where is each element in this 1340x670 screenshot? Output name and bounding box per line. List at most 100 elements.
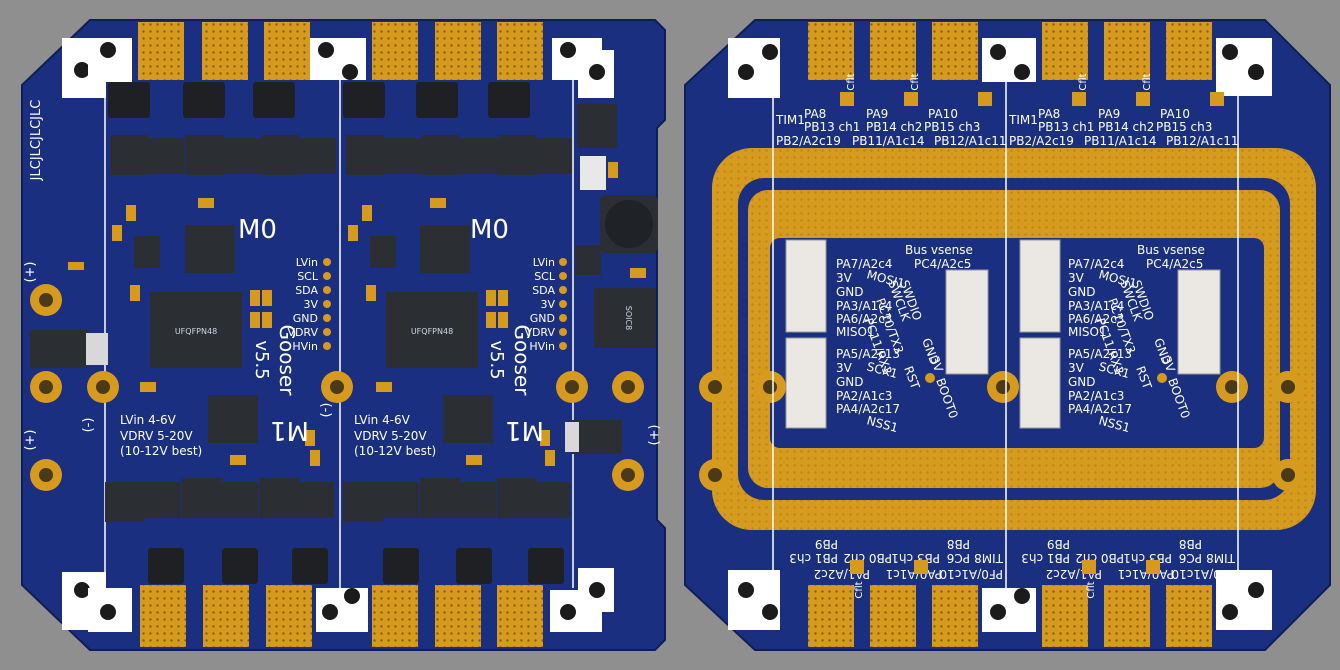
svg-text:GND: GND [1068, 375, 1096, 389]
front-brand-left: Gooser [275, 325, 299, 397]
front-mcu-label-right: UFQFPN48 [411, 327, 453, 336]
front-plus-top: (+) [23, 261, 38, 282]
front-m1-right: M1 [505, 415, 544, 445]
svg-text:PA2/A1c3: PA2/A1c3 [836, 389, 892, 403]
svg-text:PB11/A1c14: PB11/A1c14 [1084, 134, 1157, 148]
front-m0-right: M0 [470, 215, 509, 245]
svg-text:MISO1: MISO1 [1068, 325, 1107, 339]
svg-text:3V: 3V [1068, 271, 1085, 285]
svg-text:PC6: PC6 [1179, 551, 1202, 565]
svg-text:SDA: SDA [295, 284, 318, 297]
front-mount-tabs [62, 38, 614, 632]
front-specs-left: LVin 4-6V VDRV 5-20V (10-12V best) [120, 413, 202, 458]
svg-text:VDRV: VDRV [287, 326, 318, 339]
svg-text:PB11/A1c14: PB11/A1c14 [852, 134, 925, 148]
svg-text:LVin 4-6V: LVin 4-6V [354, 413, 411, 427]
svg-text:HVin: HVin [529, 340, 555, 353]
back-bottom-pads [808, 585, 1212, 647]
front-bottom-drivers [105, 478, 570, 584]
svg-text:SCL: SCL [534, 270, 556, 283]
front-top-drivers [110, 135, 572, 175]
svg-text:PB12/A1c11: PB12/A1c11 [934, 134, 1007, 148]
front-brand-right: Gooser [510, 325, 534, 397]
front-specs-right: LVin 4-6V VDRV 5-20V (10-12V best) [354, 413, 436, 458]
svg-text:PB2/A2c19: PB2/A2c19 [776, 134, 841, 148]
svg-text:(10-12V best): (10-12V best) [120, 444, 202, 458]
svg-text:PA0/A1c1: PA0/A1c1 [1118, 567, 1174, 581]
svg-text:PB8: PB8 [1179, 537, 1202, 551]
svg-text:Cflt: Cflt [910, 73, 921, 90]
svg-text:HVin: HVin [292, 340, 318, 353]
svg-text:3V: 3V [836, 361, 853, 375]
front-bottom-pads [140, 585, 543, 647]
svg-text:PA10: PA10 [1160, 107, 1190, 121]
back-passives [840, 92, 1224, 574]
svg-text:PA3/A1c4: PA3/A1c4 [836, 299, 892, 313]
front-passives [68, 162, 646, 466]
front-mcu-label-left: UFQFPN48 [175, 327, 217, 336]
svg-text:SCL: SCL [297, 270, 319, 283]
front-plus-bottom: (+) [23, 429, 38, 450]
front-socket-label: SOIC8 [624, 306, 633, 330]
front-mcu-right [386, 292, 478, 368]
svg-text:TIM1: TIM1 [1008, 113, 1038, 127]
back-mount-tabs [728, 38, 1272, 632]
svg-text:PA9: PA9 [1098, 107, 1120, 121]
svg-text:PC6: PC6 [947, 551, 970, 565]
svg-text:3V: 3V [927, 354, 946, 374]
svg-text:3V: 3V [303, 298, 318, 311]
svg-text:LVin 4-6V: LVin 4-6V [120, 413, 177, 427]
svg-text:PF0/A1c10: PF0/A1c10 [939, 567, 1003, 581]
svg-text:PA9: PA9 [866, 107, 888, 121]
svg-text:PB14 ch2: PB14 ch2 [1098, 120, 1154, 134]
front-m1-left: M1 [270, 415, 309, 445]
svg-text:Cflt: Cflt [1142, 73, 1153, 90]
svg-text:GND: GND [1068, 285, 1096, 299]
svg-text:PA4/A2c17: PA4/A2c17 [836, 402, 900, 416]
svg-text:VDRV: VDRV [524, 326, 555, 339]
svg-text:LVin: LVin [296, 256, 318, 269]
svg-text:PB12/A1c11: PB12/A1c11 [1166, 134, 1239, 148]
svg-text:PA7/A2c4: PA7/A2c4 [836, 257, 892, 271]
front-power-pads [30, 284, 644, 491]
svg-text:PA8: PA8 [804, 107, 826, 121]
front-top-fets [108, 82, 530, 118]
svg-text:PC4/A2c5: PC4/A2c5 [914, 257, 971, 271]
svg-text:3V: 3V [1068, 361, 1085, 375]
svg-text:VDRV 5-20V: VDRV 5-20V [120, 429, 193, 443]
front-version-left: v5.5 [251, 340, 272, 379]
svg-text:PA3/A1c4: PA3/A1c4 [1068, 299, 1124, 313]
svg-text:PB8: PB8 [947, 537, 970, 551]
back-bottom-cflt-left: Cflt [854, 581, 865, 598]
svg-text:PA7/A2c4: PA7/A2c4 [1068, 257, 1124, 271]
svg-text:Cflt: Cflt [1078, 73, 1089, 90]
svg-text:PA10: PA10 [928, 107, 958, 121]
svg-text:TIM8: TIM8 [974, 551, 1004, 565]
svg-text:Bus vsense: Bus vsense [905, 243, 973, 257]
svg-text:3V: 3V [836, 271, 853, 285]
svg-text:PB13 ch1: PB13 ch1 [804, 120, 860, 134]
front-version-right: v5.5 [486, 340, 507, 379]
front-top-pads [138, 22, 543, 80]
svg-text:GND: GND [836, 285, 864, 299]
front-minus-left: (-) [81, 418, 96, 433]
svg-text:PA0/A1c1: PA0/A1c1 [886, 567, 942, 581]
svg-text:3V: 3V [540, 298, 555, 311]
svg-text:PF0/A1c10: PF0/A1c10 [1171, 567, 1235, 581]
svg-text:GND: GND [293, 312, 318, 325]
front-pin-labels-right: LVin SCL SDA 3V GND VDRV HVin [524, 256, 555, 353]
front-plus-right: (+) [646, 424, 661, 445]
front-pin-labels-left: LVin SCL SDA 3V GND VDRV HVin [287, 256, 318, 353]
front-side-text: JLCJLCJLCJLC [29, 100, 44, 182]
back-bottom-cflt-right: Cflt [1086, 581, 1097, 598]
svg-text:PA5/A2c13: PA5/A2c13 [836, 347, 900, 361]
svg-text:Cflt: Cflt [1216, 83, 1227, 100]
back-top-pads [808, 22, 1212, 80]
svg-text:GND: GND [530, 312, 555, 325]
svg-text:SDA: SDA [532, 284, 555, 297]
back-connectors [785, 239, 1221, 429]
svg-text:PB9: PB9 [1047, 537, 1070, 551]
svg-text:PB14 ch2: PB14 ch2 [866, 120, 922, 134]
back-board: Cflt Cflt TIM1 PA8 PB13 ch1 PB2/A2c19 PA… [684, 19, 1331, 651]
